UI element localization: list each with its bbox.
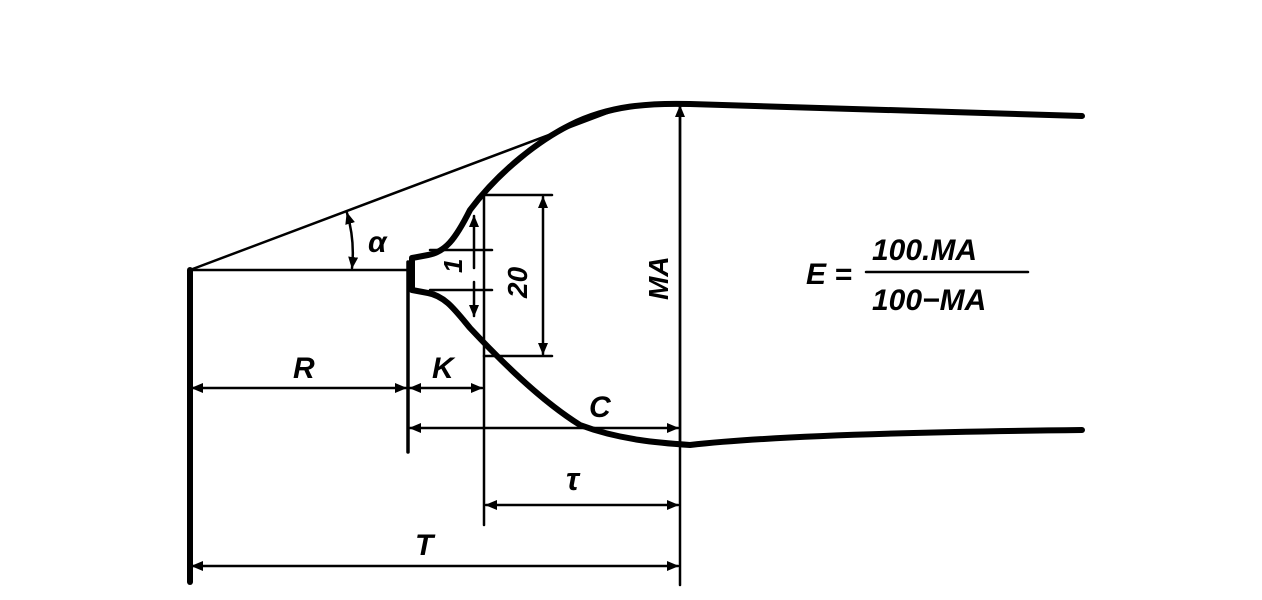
t-label: T [415,529,436,562]
formula-lhs: E = [806,258,852,291]
alpha-arc [345,211,359,270]
formula-denominator: 100−MA [872,284,986,317]
one-label: 1 [438,259,468,273]
alpha-label: α [368,226,388,259]
alpha-tangent-line [188,110,612,272]
r-label: R [293,352,315,385]
tau-label: τ [566,461,581,497]
trace-lower-curve [409,267,1085,448]
ma-label: MA [643,256,674,300]
c-label: C [589,391,612,424]
trace-upper-curve [409,100,1085,273]
k-label: K [432,352,456,385]
twenty-label: 20 [502,266,533,299]
formula-numerator: 100.MA [872,234,977,267]
